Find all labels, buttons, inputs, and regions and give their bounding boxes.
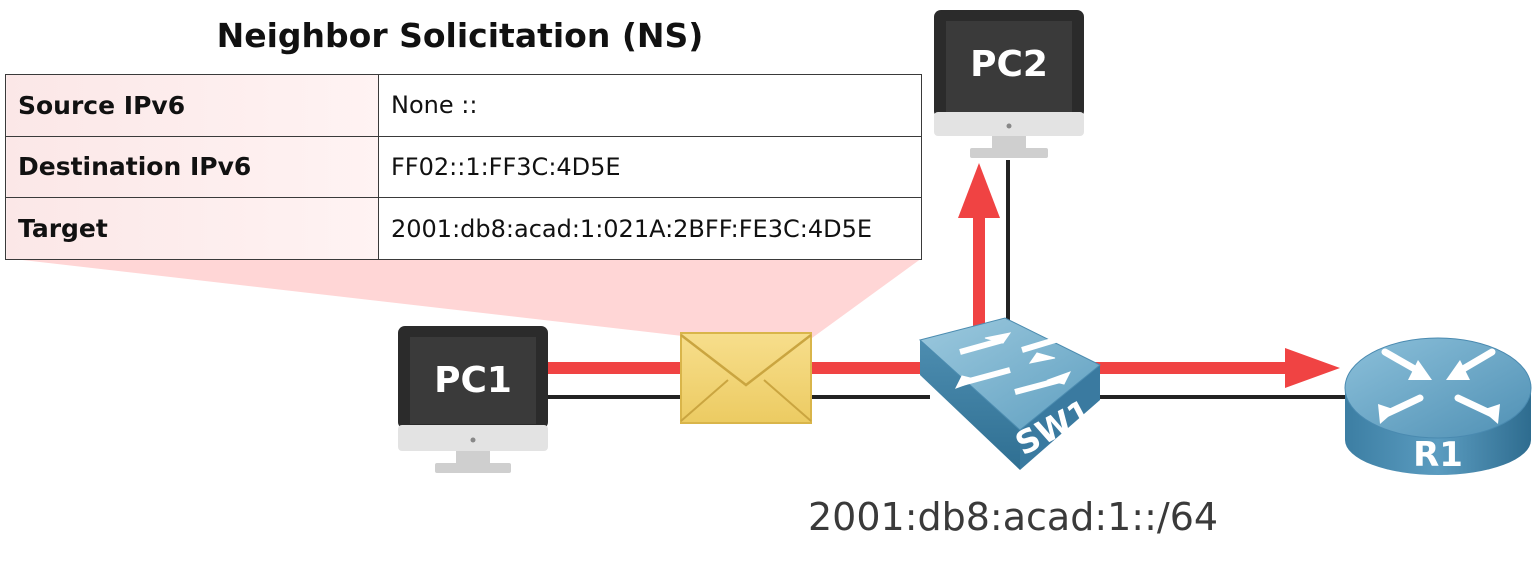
switch-icon [918, 317, 1101, 470]
pc2-monitor-icon [934, 10, 1084, 158]
table-row: Destination IPv6 FF02::1:FF3C:4D5E [5, 135, 922, 199]
field-value: 2001:db8:acad:1:021A:2BFF:FE3C:4D5E [378, 197, 922, 260]
table-row: Target 2001:db8:acad:1:021A:2BFF:FE3C:4D… [5, 197, 922, 260]
subnet-label: 2001:db8:acad:1::/64 [808, 495, 1219, 539]
callout-wedge [5, 258, 922, 338]
table-title: Neighbor Solicitation (NS) [216, 16, 704, 55]
r1-label: R1 [1413, 435, 1463, 475]
pc2-label: PC2 [970, 44, 1048, 85]
pc1-monitor-icon [398, 326, 548, 473]
field-name: Source IPv6 [5, 74, 379, 137]
ns-fields-table: Source IPv6 None :: Destination IPv6 FF0… [5, 74, 922, 260]
router-icon [1344, 337, 1532, 475]
arrow-sw1-to-pc2-head [958, 163, 1000, 218]
table-row: Source IPv6 None :: [5, 74, 922, 137]
field-value: FF02::1:FF3C:4D5E [378, 135, 922, 199]
field-name: Target [5, 197, 379, 260]
field-value: None :: [378, 74, 922, 137]
arrow-sw1-to-r1-head [1285, 348, 1340, 388]
pc1-label: PC1 [434, 360, 512, 401]
envelope-icon [680, 332, 812, 424]
field-name: Destination IPv6 [5, 135, 379, 199]
